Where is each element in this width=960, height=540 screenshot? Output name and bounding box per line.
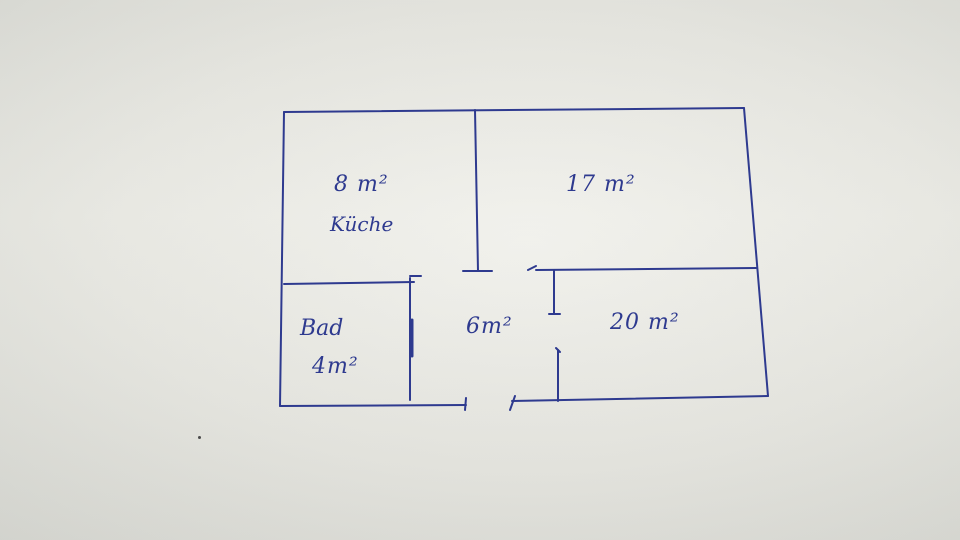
wall-room20-top [535, 267, 757, 271]
outer-wall-top [283, 107, 745, 113]
paper-speck [198, 436, 201, 439]
wall-kitchen-room17 [474, 109, 479, 272]
bathroom-name-label: Bad [300, 316, 344, 341]
room17-area-label: 17 m² [566, 172, 636, 197]
outer-wall-left [279, 111, 285, 407]
entrance-door-tick-right [509, 395, 516, 411]
outer-wall-bottom-left [279, 404, 467, 407]
outer-wall-bottom-right [511, 395, 769, 402]
outer-wall-right [743, 107, 769, 397]
hallway-area-label: 6m² [466, 314, 513, 339]
kitchen-area-label: 8 m² [334, 172, 389, 197]
door-tick-room17 [527, 265, 537, 271]
entrance-door-tick-left [464, 397, 467, 411]
room20-area-label: 20 m² [610, 310, 680, 335]
bathroom-area-label: 4m² [312, 354, 359, 379]
wall-kitchen-bottom [283, 281, 415, 285]
kitchen-name-label: Küche [330, 212, 394, 236]
